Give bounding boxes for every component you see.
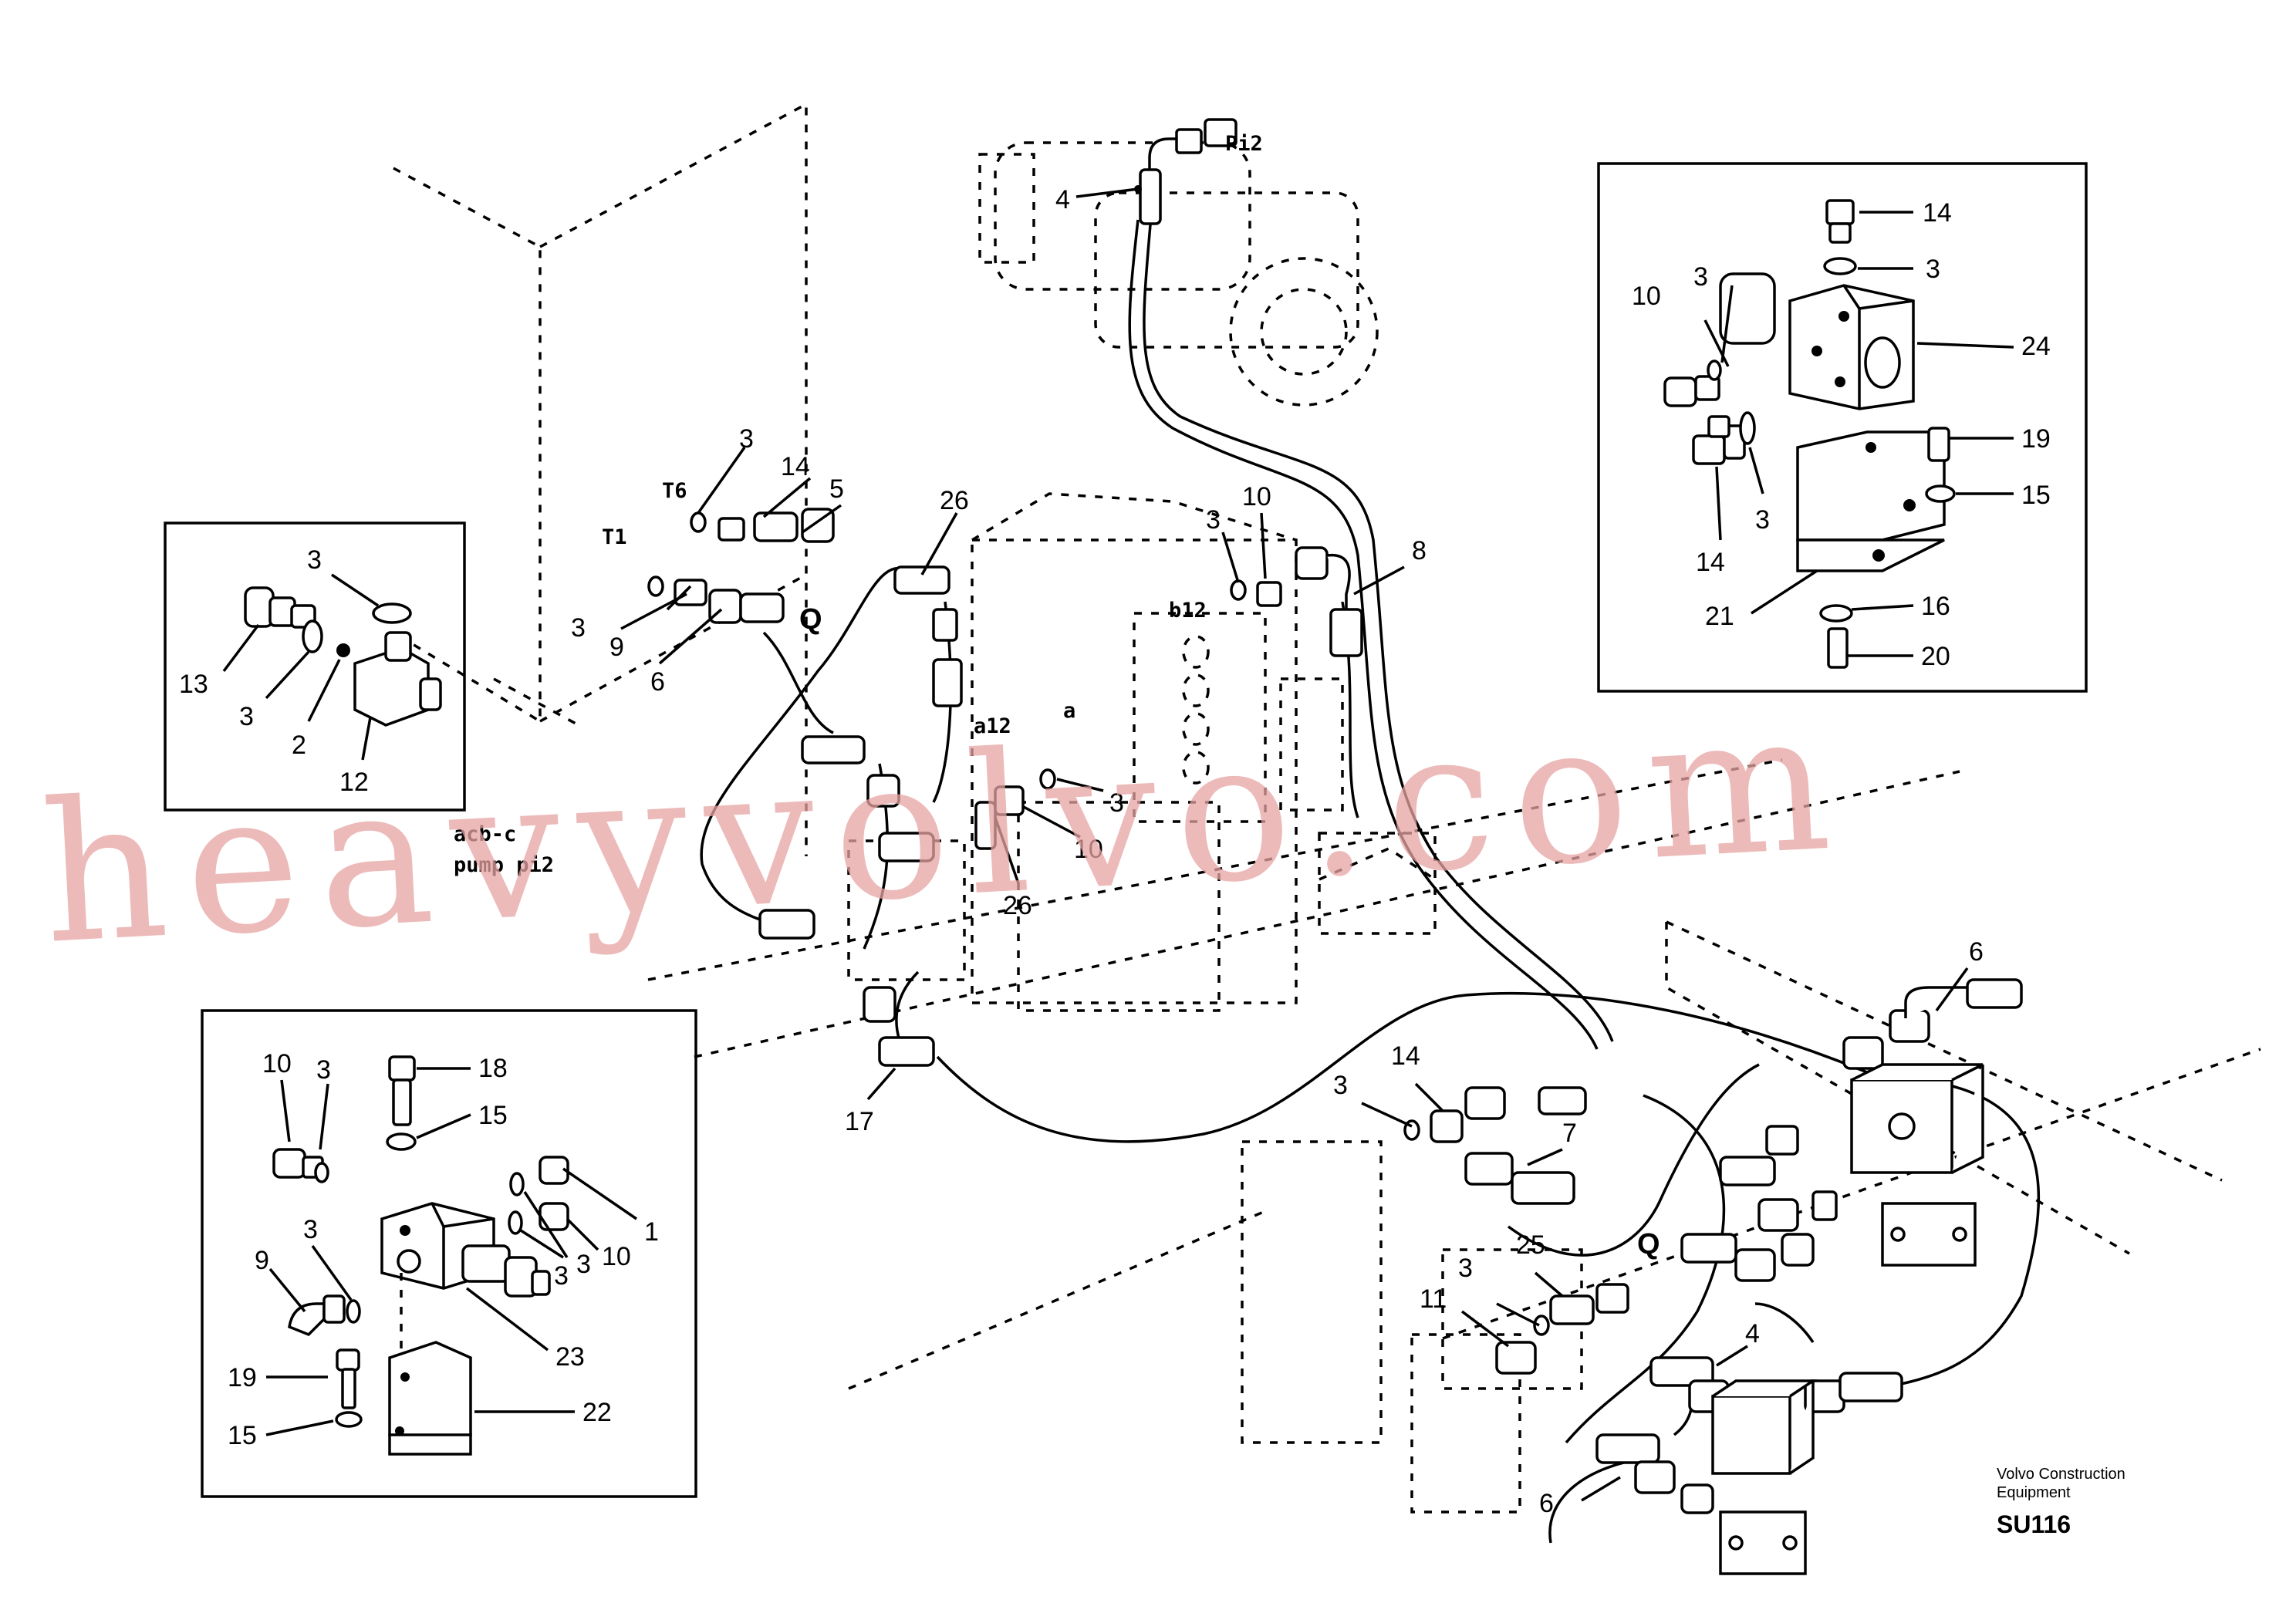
svg-text:11: 11 bbox=[1420, 1284, 1447, 1314]
svg-text:14: 14 bbox=[1391, 1041, 1420, 1071]
svg-text:T6: T6 bbox=[662, 479, 687, 503]
svg-text:5: 5 bbox=[829, 474, 844, 504]
svg-text:15: 15 bbox=[478, 1101, 508, 1130]
svg-text:1: 1 bbox=[644, 1217, 659, 1247]
svg-text:3: 3 bbox=[1333, 1071, 1348, 1100]
svg-text:Q: Q bbox=[799, 603, 822, 636]
svg-text:15: 15 bbox=[2021, 481, 2051, 510]
svg-text:Q: Q bbox=[1637, 1228, 1660, 1261]
svg-text:26: 26 bbox=[940, 486, 969, 515]
callout-leaders-main bbox=[620, 185, 1969, 1502]
svg-text:23: 23 bbox=[555, 1342, 585, 1372]
svg-text:24: 24 bbox=[2021, 332, 2051, 361]
svg-text:20: 20 bbox=[1921, 642, 1950, 671]
svg-text:9: 9 bbox=[255, 1246, 269, 1275]
svg-text:3: 3 bbox=[554, 1261, 569, 1291]
svg-text:T1: T1 bbox=[602, 525, 627, 549]
inset-solenoid-valve-detail: 14 3 10 3 24 19 15 3 14 21 16 20 bbox=[1597, 162, 2088, 693]
manufacturer-label: Volvo Construction Equipment bbox=[1997, 1466, 2129, 1501]
watermark: heavyvolvo.com bbox=[37, 668, 1854, 987]
svg-text:6: 6 bbox=[1539, 1489, 1554, 1518]
svg-text:3: 3 bbox=[307, 545, 322, 575]
svg-text:16: 16 bbox=[1921, 592, 1950, 621]
svg-text:3: 3 bbox=[576, 1250, 591, 1279]
svg-text:3: 3 bbox=[1109, 788, 1124, 818]
svg-text:Pi2: Pi2 bbox=[1225, 132, 1263, 156]
svg-text:6: 6 bbox=[1969, 937, 1984, 967]
svg-text:4: 4 bbox=[1055, 185, 1070, 214]
svg-text:3: 3 bbox=[316, 1055, 331, 1085]
svg-text:14: 14 bbox=[781, 452, 810, 481]
svg-text:3: 3 bbox=[1755, 505, 1770, 535]
svg-text:22: 22 bbox=[582, 1398, 612, 1427]
svg-text:8: 8 bbox=[1412, 536, 1427, 565]
svg-text:3: 3 bbox=[1458, 1254, 1473, 1283]
svg-text:6: 6 bbox=[650, 667, 665, 697]
svg-text:3: 3 bbox=[571, 613, 586, 643]
svg-text:25: 25 bbox=[1516, 1230, 1545, 1260]
svg-text:12: 12 bbox=[339, 768, 369, 797]
manufacturer-line-2: Equipment bbox=[1997, 1484, 2071, 1501]
machine-frame-outline bbox=[393, 102, 2261, 1390]
svg-text:3: 3 bbox=[1926, 255, 1940, 284]
port-labels: Pi2 T6 T1 b12 a12 a acb-c pump pi2 Q Q bbox=[454, 132, 1660, 1261]
svg-text:19: 19 bbox=[228, 1363, 257, 1392]
svg-text:2: 2 bbox=[292, 731, 306, 760]
svg-text:3: 3 bbox=[239, 702, 254, 731]
svg-text:15: 15 bbox=[228, 1421, 257, 1450]
svg-text:7: 7 bbox=[1562, 1119, 1577, 1148]
hydraulic-pump-outline bbox=[978, 141, 1379, 407]
svg-text:3: 3 bbox=[1206, 505, 1221, 535]
svg-text:10: 10 bbox=[1632, 282, 1661, 311]
svg-text:10: 10 bbox=[1074, 835, 1103, 864]
svg-text:26: 26 bbox=[1003, 891, 1032, 920]
manufacturer-line-1: Volvo Construction bbox=[1997, 1466, 2125, 1483]
fittings-main-view bbox=[647, 118, 2023, 1514]
svg-text:a12: a12 bbox=[974, 714, 1011, 738]
svg-text:18: 18 bbox=[478, 1054, 508, 1083]
svg-text:14: 14 bbox=[1923, 198, 1952, 228]
svg-text:13: 13 bbox=[179, 670, 208, 699]
svg-text:14: 14 bbox=[1696, 548, 1725, 577]
svg-text:3: 3 bbox=[303, 1215, 318, 1244]
figure-code: SU116 bbox=[1997, 1510, 2071, 1538]
svg-text:a: a bbox=[1063, 699, 1075, 723]
svg-text:3: 3 bbox=[1693, 262, 1708, 292]
svg-text:4: 4 bbox=[1745, 1319, 1760, 1348]
svg-text:19: 19 bbox=[2021, 424, 2051, 454]
svg-text:21: 21 bbox=[1705, 602, 1734, 631]
svg-text:acb-c: acb-c bbox=[454, 822, 516, 846]
svg-text:pump pi2: pump pi2 bbox=[454, 853, 554, 877]
inset-relief-valve-detail: 10 3 18 15 1 3 3 10 3 9 23 19 22 15 bbox=[201, 1009, 697, 1498]
svg-text:3: 3 bbox=[739, 424, 754, 454]
callout-numbers-main: 4 3 14 5 3 9 6 26 3 10 8 3 10 26 17 3 14… bbox=[571, 185, 1984, 1518]
svg-text:10: 10 bbox=[602, 1242, 631, 1271]
svg-text:17: 17 bbox=[845, 1107, 874, 1136]
solenoid-valve-assemblies-main bbox=[1711, 1063, 1984, 1575]
svg-text:9: 9 bbox=[609, 633, 624, 662]
svg-text:10: 10 bbox=[1242, 482, 1271, 511]
inset-tee-fitting-detail: 3 13 3 2 12 bbox=[164, 521, 466, 812]
svg-text:10: 10 bbox=[262, 1049, 292, 1078]
svg-text:b12: b12 bbox=[1169, 599, 1207, 623]
